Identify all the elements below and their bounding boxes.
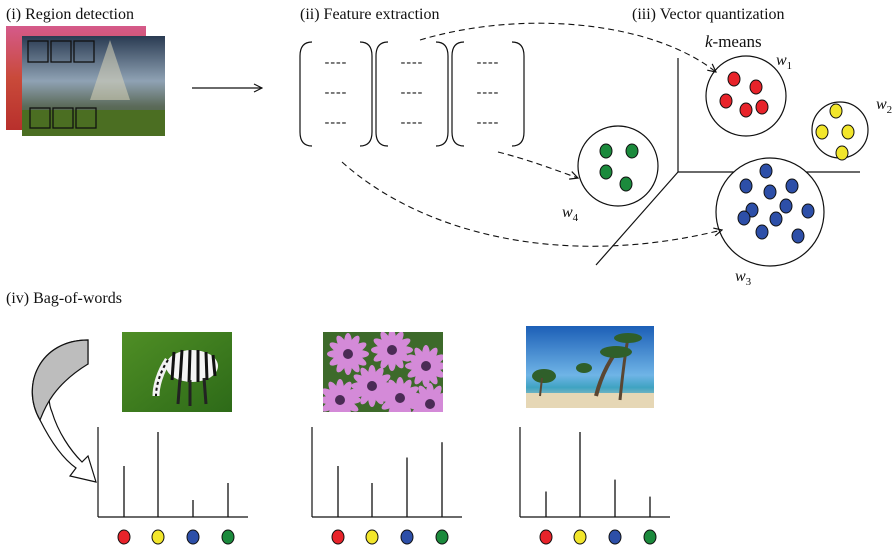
histogram-word-dot	[643, 529, 657, 545]
cluster-point-w1	[727, 71, 741, 87]
word-label-w3: w3	[735, 268, 752, 289]
cluster-point-w1	[749, 79, 763, 95]
vector-bracket-right	[511, 41, 525, 147]
descriptor-entry: ----	[477, 85, 500, 100]
region-box	[27, 40, 49, 63]
region-box	[52, 107, 74, 129]
histogram-word-dot	[539, 529, 553, 545]
histogram-word-dot	[608, 529, 622, 545]
loop-arrow-shade	[31, 339, 89, 422]
descriptor-entries: ---- ---- ---- ---- ---- ---- ---- ---- ----	[325, 55, 500, 130]
word-label-w2: w2	[876, 96, 893, 117]
step-vector-quantization-title: (iii) Vector quantization	[632, 6, 785, 23]
kmeans-k: k	[705, 32, 713, 51]
cluster-point-w3	[739, 178, 753, 194]
cluster-point-w4	[599, 164, 613, 180]
histogram-word-dot	[331, 529, 345, 545]
cluster-point-w2	[841, 124, 855, 140]
cluster-point-w4	[625, 143, 639, 159]
histogram-word-dot	[221, 529, 235, 545]
histogram-zebra	[97, 427, 248, 545]
region-detection-images	[6, 26, 165, 136]
feature-vectors	[299, 41, 525, 147]
assign-arrow-w1	[419, 22, 716, 72]
descriptor-entry: ----	[325, 55, 348, 70]
region-box	[73, 40, 95, 63]
cluster-w4-outline	[577, 125, 659, 207]
cluster-point-w3	[763, 184, 777, 200]
cluster-point-w1	[755, 99, 769, 115]
histogram-word-dot	[186, 529, 200, 545]
vector-bracket-left	[451, 41, 465, 147]
beach-image	[526, 326, 654, 408]
histogram-word-dot	[435, 529, 449, 545]
vector-bracket-right	[435, 41, 449, 147]
cluster-point-w3	[769, 211, 783, 227]
word-label-w1: w1	[776, 52, 793, 73]
cluster-point-w3	[791, 228, 805, 244]
histogram-beach	[519, 427, 670, 545]
cluster-point-w2	[835, 145, 849, 161]
descriptor-entry: ----	[401, 115, 424, 130]
histograms	[97, 427, 670, 545]
word-clusters	[577, 55, 869, 267]
step-region-detection-title: (i) Region detection	[6, 6, 134, 23]
step-bag-of-words-title: (iv) Bag-of-words	[6, 290, 122, 307]
descriptor-entry: ----	[401, 55, 424, 70]
cluster-point-w3	[785, 178, 799, 194]
cluster-point-w4	[619, 176, 633, 192]
assign-arrow-w3	[341, 161, 722, 247]
region-box	[75, 107, 97, 129]
cluster-points	[599, 71, 855, 244]
cluster-point-w2	[829, 103, 843, 119]
word-label-w4: w4	[562, 204, 579, 225]
descriptor-entry: ----	[401, 85, 424, 100]
vector-bracket-left	[375, 41, 389, 147]
kmeans-rest: -means	[712, 32, 762, 51]
cluster-point-w3	[737, 210, 751, 226]
cluster-point-w1	[719, 93, 733, 109]
descriptor-entry: ----	[325, 115, 348, 130]
kmeans-label: k-means	[705, 32, 762, 52]
cluster-w1-outline	[705, 55, 787, 137]
zebra-image	[122, 332, 232, 412]
descriptor-entry: ----	[325, 85, 348, 100]
histogram-word-dot	[365, 529, 379, 545]
cluster-point-w4	[599, 143, 613, 159]
cluster-point-w3	[755, 224, 769, 240]
cluster-point-w3	[759, 163, 773, 179]
descriptor-entry: ----	[477, 55, 500, 70]
histogram-word-dot	[117, 529, 131, 545]
vector-bracket-right	[359, 41, 373, 147]
vector-bracket-left	[299, 41, 313, 147]
step-feature-extraction-title: (ii) Feature extraction	[300, 6, 440, 23]
histogram-word-dot	[151, 529, 165, 545]
histogram-word-dot	[573, 529, 587, 545]
cluster-point-w3	[779, 198, 793, 214]
cluster-point-w2	[815, 124, 829, 140]
descriptor-entry: ----	[477, 115, 500, 130]
histogram-word-dot	[400, 529, 414, 545]
assign-arrow-w4	[497, 151, 578, 178]
region-box	[50, 40, 72, 63]
cluster-point-w1	[739, 102, 753, 118]
cluster-point-w3	[801, 203, 815, 219]
region-box	[29, 107, 51, 129]
assignment-arrows	[341, 22, 722, 247]
histogram-flowers	[311, 427, 462, 545]
